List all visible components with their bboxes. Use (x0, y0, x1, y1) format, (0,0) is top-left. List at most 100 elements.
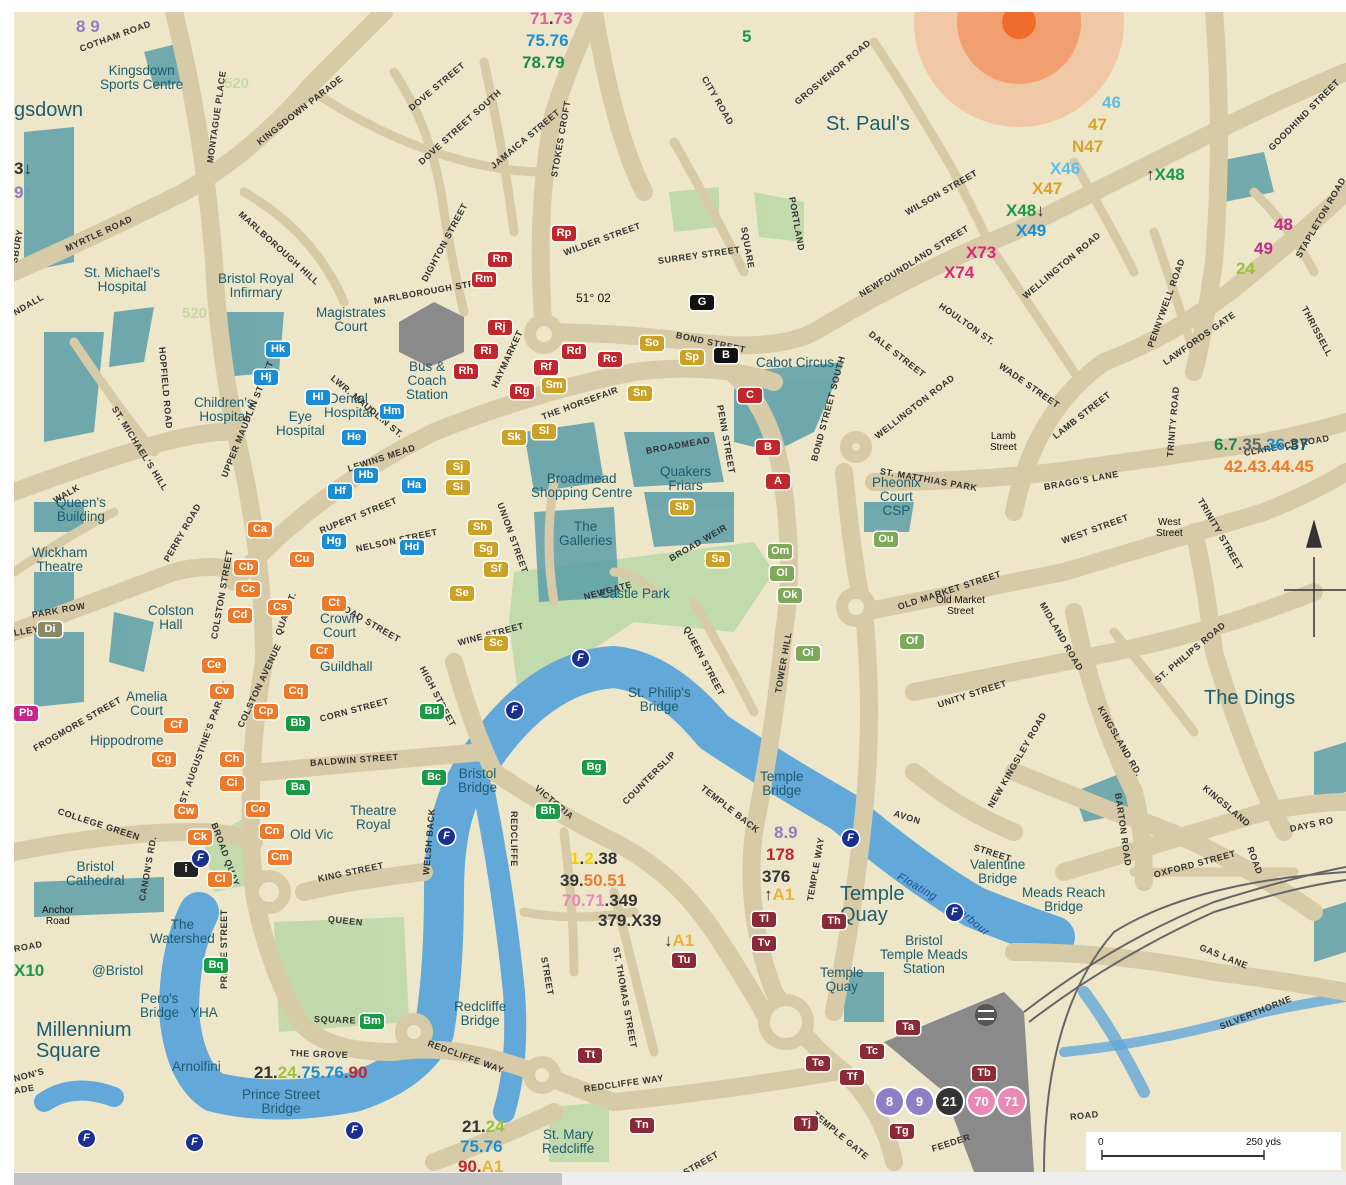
bus-stop-cl[interactable]: Cl (208, 872, 232, 887)
bus-stop-si[interactable]: Si (446, 480, 470, 495)
bus-stop-b[interactable]: B (756, 440, 780, 455)
bus-stop-rh[interactable]: Rh (454, 364, 478, 379)
bus-stop-ca[interactable]: Ca (248, 522, 272, 537)
bus-stop-sp[interactable]: Sp (680, 350, 704, 365)
bus-stop-sb[interactable]: Sb (670, 500, 694, 515)
circle-route-9[interactable]: 9 (906, 1088, 933, 1115)
bus-stop-sh[interactable]: Sh (468, 520, 492, 535)
circle-route-21[interactable]: 21 (936, 1088, 963, 1115)
bus-stop-ct[interactable]: Ct (322, 596, 346, 611)
bus-stop-tn[interactable]: Tn (630, 1118, 654, 1133)
bus-stop-he[interactable]: He (342, 430, 366, 445)
bus-stop-tt[interactable]: Tt (578, 1048, 602, 1063)
bus-stop-cm[interactable]: Cm (268, 850, 292, 865)
bus-stop-hb[interactable]: Hb (354, 468, 378, 483)
bus-stop-cu[interactable]: Cu (290, 552, 314, 567)
bus-stop-so[interactable]: So (640, 336, 664, 351)
bus-stop-tc[interactable]: Tc (860, 1044, 884, 1059)
bus-stop-ci[interactable]: Ci (220, 776, 244, 791)
bus-stop-cb[interactable]: Cb (234, 560, 258, 575)
bus-stop-cp[interactable]: Cp (254, 704, 278, 719)
bus-stop-hm[interactable]: Hm (380, 404, 404, 419)
bus-stop-bq[interactable]: Bq (204, 958, 228, 973)
bus-stop-ha[interactable]: Ha (402, 478, 426, 493)
bus-stop-tj[interactable]: Tj (794, 1116, 818, 1131)
bus-stop-tb[interactable]: Tb (972, 1066, 996, 1081)
bus-stop-rg[interactable]: Rg (510, 384, 534, 399)
bus-stop-tf[interactable]: Tf (840, 1070, 864, 1085)
bus-stop-tu[interactable]: Tu (672, 953, 696, 968)
ferry-stop-icon[interactable]: F (192, 850, 209, 867)
bus-stop-rn[interactable]: Rn (488, 252, 512, 267)
bus-stop-se[interactable]: Se (450, 586, 474, 601)
bus-stop-sn[interactable]: Sn (628, 386, 652, 401)
bus-stop-of[interactable]: Of (900, 634, 924, 649)
bus-stop-ba[interactable]: Ba (286, 780, 310, 795)
ferry-stop-icon[interactable]: F (572, 650, 589, 667)
bus-stop-tl[interactable]: Tl (752, 912, 776, 927)
bus-stop-a[interactable]: A (766, 474, 790, 489)
bus-stop-sg[interactable]: Sg (474, 542, 498, 557)
ferry-stop-icon[interactable]: F (842, 830, 859, 847)
circle-route-70[interactable]: 70 (968, 1088, 995, 1115)
bus-stop-bg[interactable]: Bg (582, 760, 606, 775)
ferry-stop-icon[interactable]: F (946, 904, 963, 921)
scrollbar-thumb[interactable] (14, 1173, 562, 1185)
bus-stop-sm[interactable]: Sm (542, 378, 566, 393)
bus-stop-tv[interactable]: Tv (752, 936, 776, 951)
bus-stop-di[interactable]: Di (38, 622, 62, 637)
bus-stop-rp[interactable]: Rp (552, 226, 576, 241)
bus-stop-sf[interactable]: Sf (484, 562, 508, 577)
bus-stop-rf[interactable]: Rf (534, 360, 558, 375)
bus-stop-bm[interactable]: Bm (360, 1014, 384, 1029)
bus-stop-g[interactable]: G (690, 295, 714, 310)
bus-stop-ck[interactable]: Ck (188, 830, 212, 845)
bus-stop-ok[interactable]: Ok (778, 588, 802, 603)
bus-stop-sj[interactable]: Sj (446, 460, 470, 475)
bus-stop-rj[interactable]: Rj (488, 320, 512, 335)
bus-stop-cv[interactable]: Cv (210, 684, 234, 699)
bus-stop-hd[interactable]: Hd (400, 540, 424, 555)
bus-stop-bh[interactable]: Bh (536, 804, 560, 819)
bus-stop-c[interactable]: C (738, 388, 762, 403)
bus-stop-sc[interactable]: Sc (484, 636, 508, 651)
bus-stop-hl[interactable]: Hl (306, 390, 330, 405)
bus-stop-ce[interactable]: Ce (202, 658, 226, 673)
bus-stop-tg[interactable]: Tg (890, 1124, 914, 1139)
bus-stop-cf[interactable]: Cf (164, 718, 188, 733)
bus-stop-bd[interactable]: Bd (420, 704, 444, 719)
bus-stop-cr[interactable]: Cr (310, 644, 334, 659)
bus-stop-te[interactable]: Te (806, 1056, 830, 1071)
bus-stop-cs[interactable]: Cs (268, 600, 292, 615)
ferry-stop-icon[interactable]: F (438, 828, 455, 845)
bus-stop-ou[interactable]: Ou (874, 532, 898, 547)
bus-stop-co[interactable]: Co (246, 802, 270, 817)
bus-stop-hk[interactable]: Hk (266, 342, 290, 357)
bus-stop-cq[interactable]: Cq (284, 684, 308, 699)
bus-stop-ri[interactable]: Ri (474, 344, 498, 359)
bus-stop-cg[interactable]: Cg (152, 752, 176, 767)
bus-stop-rd[interactable]: Rd (562, 344, 586, 359)
ferry-stop-icon[interactable]: F (506, 702, 523, 719)
bus-stop-sk[interactable]: Sk (502, 430, 526, 445)
bus-stop-cc[interactable]: Cc (236, 582, 260, 597)
bus-stop-sl[interactable]: Sl (532, 424, 556, 439)
bus-stop-hf[interactable]: Hf (328, 484, 352, 499)
bus-stop-hj[interactable]: Hj (254, 370, 278, 385)
bus-stop-i[interactable]: i (174, 862, 198, 877)
bus-stop-sa[interactable]: Sa (706, 552, 730, 567)
bus-stop-th[interactable]: Th (822, 914, 846, 929)
bus-stop-ol[interactable]: Ol (770, 566, 794, 581)
bus-stop-ch[interactable]: Ch (220, 752, 244, 767)
bus-stop-cn[interactable]: Cn (260, 824, 284, 839)
circle-route-71[interactable]: 71 (998, 1088, 1025, 1115)
bus-stop-hg[interactable]: Hg (322, 534, 346, 549)
bus-stop-bc[interactable]: Bc (422, 770, 446, 785)
bus-stop-om[interactable]: Om (768, 544, 793, 559)
ferry-stop-icon[interactable]: F (346, 1122, 363, 1139)
bus-stop-ta[interactable]: Ta (896, 1020, 920, 1035)
bus-stop-cd[interactable]: Cd (228, 608, 252, 623)
bus-stop-rc[interactable]: Rc (598, 352, 622, 367)
bus-stop-oi[interactable]: Oi (796, 646, 820, 661)
